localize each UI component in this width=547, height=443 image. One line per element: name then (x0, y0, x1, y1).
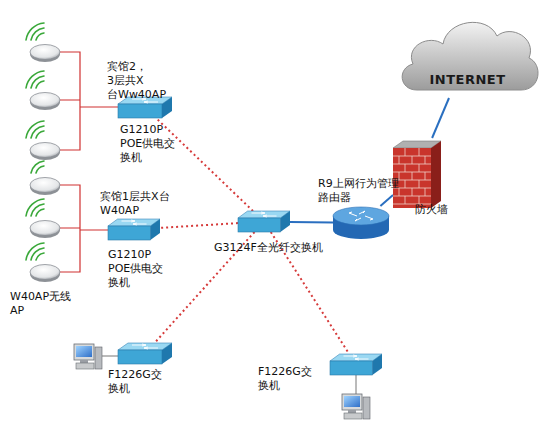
pc-keyboard (76, 363, 94, 369)
pc-tower (363, 397, 370, 419)
wifi-arc (26, 71, 44, 88)
node-label: R9上网行为管理 路由器 (318, 177, 399, 205)
wifi-arc (26, 121, 44, 138)
network-switch: G3124F全光纤交换机 (238, 211, 290, 232)
network-switch: F1226G交 换机 (118, 343, 172, 364)
switch-front (118, 104, 162, 118)
ethernet-link (380, 195, 393, 206)
ap-disc (30, 93, 60, 108)
switch-arrows (343, 355, 368, 360)
wifi-arc (26, 23, 44, 40)
node-label: INTERNET (395, 73, 540, 87)
switch-side (162, 343, 172, 364)
switch-side (372, 354, 382, 375)
wifi-arc (26, 243, 44, 260)
pc-screen (344, 396, 360, 407)
node-label: G1210P POE供电交 换机 (120, 123, 175, 165)
pc-computer (74, 344, 102, 369)
router-device: R9上网行为管理 路由器 (333, 206, 389, 240)
pc-monitor (74, 344, 94, 360)
ap-disc (30, 45, 60, 60)
wireless-ap (30, 265, 60, 283)
network-switch: G1210P POE供电交 换机 (108, 219, 160, 240)
wifi-arc (26, 199, 44, 216)
group-note: 宾馆1层共X台 W40AP (100, 190, 170, 218)
switch-arrows (251, 212, 276, 217)
ap-disc (30, 221, 60, 236)
pc-monitor (342, 394, 362, 410)
switch-icon (108, 219, 160, 240)
switch-front (108, 226, 150, 240)
pc-stand (348, 410, 356, 413)
wireless-ap (30, 45, 60, 63)
wall-front (393, 148, 431, 208)
switch-front (330, 361, 372, 375)
pc-screen (76, 346, 92, 357)
switch-icon (238, 211, 290, 232)
switch-icon (118, 343, 172, 364)
wireless-ap (30, 143, 60, 161)
router-arrows (349, 211, 373, 221)
ethernet-link (290, 221, 333, 224)
group-note: W40AP无线 AP (10, 290, 71, 318)
wifi-arc (31, 161, 44, 173)
wall-side (431, 141, 441, 208)
pc-stand (80, 360, 88, 363)
ethernet-link (432, 98, 449, 138)
switch-arrows (121, 220, 146, 225)
switch-icon (330, 354, 382, 375)
group-note: 宾馆2，3层共X 台Ww40AP (107, 60, 166, 102)
internet-cloud: INTERNET (395, 10, 540, 98)
switch-front (238, 218, 280, 232)
pc-tower (95, 347, 102, 369)
node-label: G1210P POE供电交 换机 (108, 248, 163, 290)
switch-arrows (132, 344, 158, 349)
wireless-ap (30, 178, 60, 196)
network-switch: F1226G交 换机 (330, 354, 382, 375)
switch-side (150, 219, 160, 240)
node-label: G3124F全光纤交换机 (214, 241, 323, 255)
node-label: F1226G交 换机 (258, 365, 312, 393)
firewall-wall: 防火墙 (393, 138, 441, 210)
pc-keyboard (344, 413, 362, 419)
pc-cable (356, 375, 357, 394)
ap-disc (30, 265, 60, 280)
wireless-ap (30, 221, 60, 239)
wireless-ap (30, 93, 60, 111)
ap-disc (30, 143, 60, 158)
pc-cable (102, 356, 118, 357)
wall-bricks (393, 148, 431, 204)
fiber-link (156, 118, 253, 211)
router-top (333, 207, 389, 225)
switch-front (118, 350, 162, 364)
switch-side (280, 211, 290, 232)
firewall-icon (393, 138, 441, 210)
node-label: F1226G交 换机 (108, 368, 162, 396)
wifi-waves (26, 23, 44, 260)
pc-computer (342, 394, 370, 419)
router-icon (333, 206, 389, 240)
node-label: 防火墙 (415, 203, 448, 217)
fiber-link (160, 223, 238, 228)
ap-disc (30, 178, 60, 193)
